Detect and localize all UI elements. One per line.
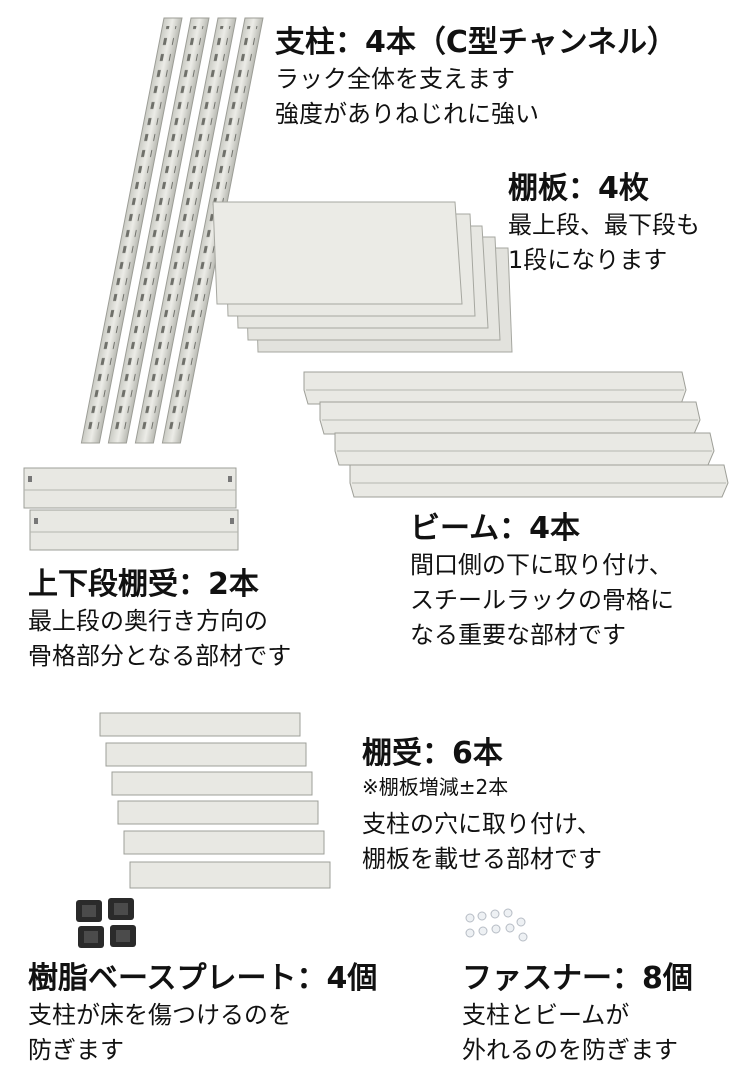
beam-images: [303, 371, 729, 498]
beam-title: ビーム：4本: [410, 511, 580, 546]
beam-info: ビーム：4本 間口側の下に取り付け、 スチールラックの骨格に なる重要な部材です: [410, 510, 674, 653]
fastener-desc-line: 支柱とビームが: [462, 1001, 630, 1029]
base-plate-desc-line: 支柱が床を傷つけるのを: [28, 1001, 292, 1029]
fastener-images: [465, 908, 528, 942]
post-images: [80, 17, 264, 444]
support-top-bottom-desc-line: 最上段の奥行き方向の: [28, 607, 268, 635]
support-title: 棚受：6本: [362, 736, 503, 771]
post-desc-line: 強度がありねじれに強い: [275, 100, 539, 128]
support-images: [99, 712, 331, 889]
support-top-bottom-desc-line: 骨格部分となる部材です: [28, 642, 292, 670]
post-title: 支柱：4本（C型チャンネル）: [275, 25, 677, 60]
post-info: 支柱：4本（C型チャンネル） ラック全体を支えます 強度がありねじれに強い: [275, 24, 677, 132]
fastener-desc-line: 外れるのを防ぎます: [462, 1036, 678, 1064]
support-top-bottom-title: 上下段棚受：2本: [28, 567, 259, 602]
beam-desc-line: スチールラックの骨格に: [410, 586, 674, 614]
shelf-desc-line: 1段になります: [508, 246, 668, 274]
base-plate-info: 樹脂ベースプレート：4個 支柱が床を傷つけるのを 防ぎます: [28, 960, 377, 1068]
support-info: 棚受：6本 ※棚板増減±2本 支柱の穴に取り付け、 棚板を載せる部材です: [362, 735, 602, 877]
base-plate-title: 樹脂ベースプレート：4個: [28, 961, 378, 996]
beam-desc-line: なる重要な部材です: [410, 621, 626, 649]
shelf-desc-line: 最上段、最下段も: [508, 211, 700, 239]
shelf-images: [212, 201, 513, 353]
post-desc-line: ラック全体を支えます: [275, 65, 515, 93]
base-plate-desc-line: 防ぎます: [28, 1036, 124, 1064]
fastener-title: ファスナー：8個: [462, 961, 693, 996]
support-note: ※棚板増減±2本: [362, 775, 509, 799]
fastener-info: ファスナー：8個 支柱とビームが 外れるのを防ぎます: [462, 960, 693, 1068]
support-top-bottom-info: 上下段棚受：2本 最上段の奥行き方向の 骨格部分となる部材です: [28, 566, 291, 674]
base-plate-images: [76, 898, 136, 948]
shelf-title: 棚板：4枚: [508, 171, 649, 206]
support-desc-line: 支柱の穴に取り付け、: [362, 810, 601, 838]
support-desc-line: 棚板を載せる部材です: [362, 845, 602, 873]
support-top-bottom-images: [23, 467, 239, 551]
beam-desc-line: 間口側の下に取り付け、: [410, 551, 673, 579]
shelf-info: 棚板：4枚 最上段、最下段も 1段になります: [508, 170, 700, 278]
